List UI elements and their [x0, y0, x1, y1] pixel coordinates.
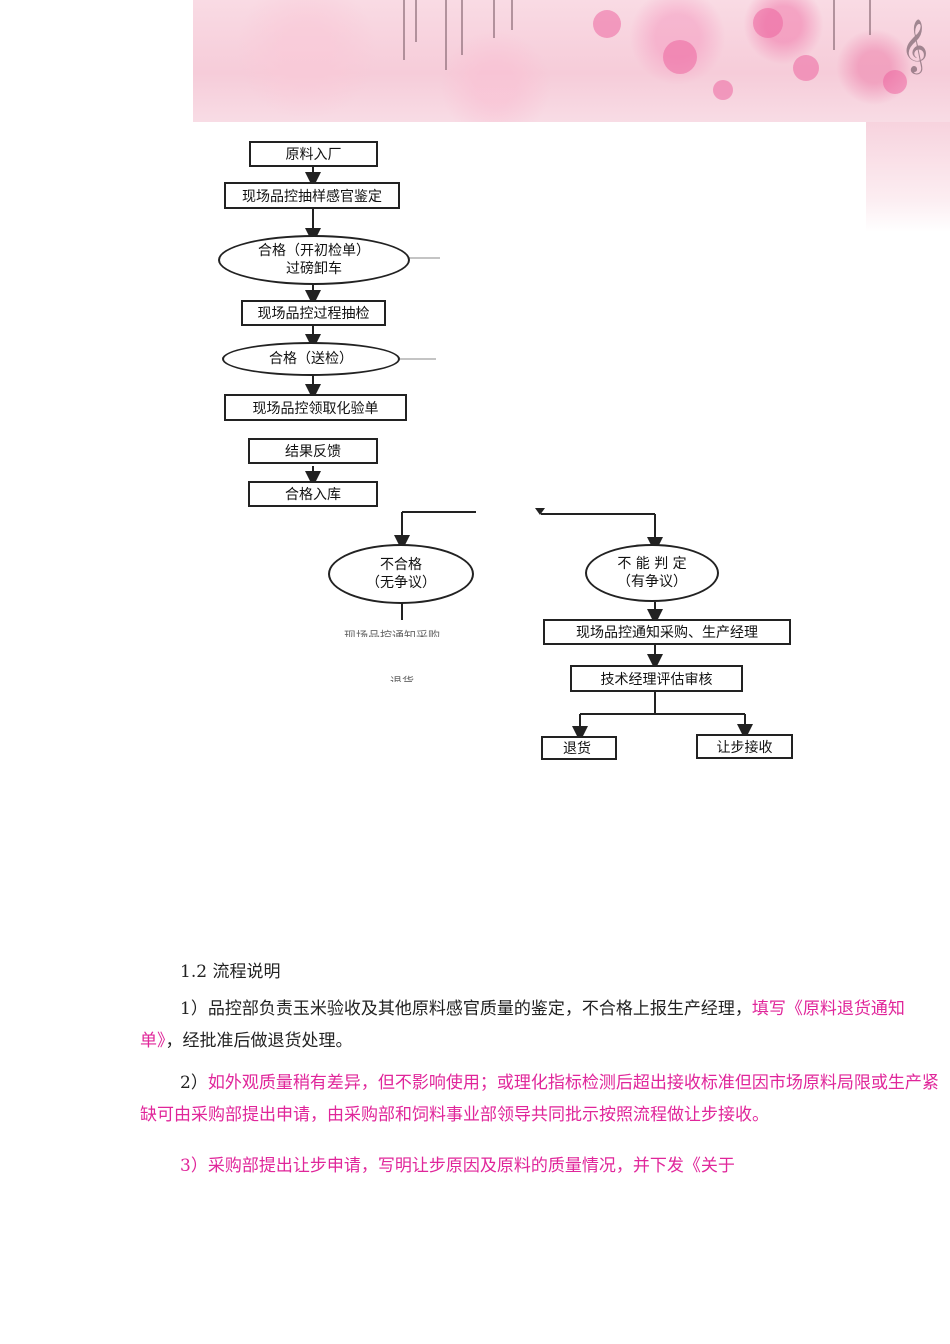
flower-decor [593, 10, 621, 38]
flow-step-return-goods: 退货 [541, 736, 617, 760]
decor-stem [869, 0, 871, 35]
flow-decision-pass-weigh: 合格（开初检单） 过磅卸车 [218, 235, 410, 285]
oval-line: （无争议） [366, 575, 436, 591]
flow-decision-pass-send: 合格（送检） [222, 342, 400, 376]
flow-step-sensory-check: 现场品控抽样感官鉴定 [224, 182, 400, 209]
paragraph-2-highlight: 如外观质量稍有差异，但不影响使用；或理化指标检测后超出接收标准但因市场原料局限或… [140, 1073, 939, 1125]
floral-side-decor [866, 122, 950, 232]
paragraph-1: 1）品控部负责玉米验收及其他原料感官质量的鉴定，不合格上报生产经理，填写《原料退… [140, 993, 940, 1057]
paragraph-1-highlight: 填写《原料退货通知单》 [140, 999, 905, 1051]
oval-line: 不合格 [380, 557, 422, 573]
flow-fragment-return: 退货 [390, 675, 415, 682]
oval-line: （有争议） [617, 574, 687, 590]
oval-line: 过磅卸车 [286, 261, 342, 277]
flow-step-store: 合格入库 [248, 481, 378, 507]
flower-decor [663, 40, 697, 74]
flow-fragment-notify: 现场品控通知采购 [344, 629, 441, 637]
oval-line: 不 能 判 定 [617, 556, 687, 572]
flower-decor [883, 70, 907, 94]
decor-stem [833, 0, 835, 50]
flow-step-result-feedback: 结果反馈 [248, 438, 378, 464]
flow-step-tech-review: 技术经理评估审核 [570, 665, 743, 692]
flow-step-notify-managers: 现场品控通知采购、生产经理 [543, 619, 791, 645]
decor-stem [511, 0, 513, 30]
decor-stem [445, 0, 447, 70]
flow-decision-fail-undisputed: 不合格 （无争议） [328, 544, 474, 604]
flower-decor [713, 80, 733, 100]
decor-stem [403, 0, 405, 60]
oval-line: 合格（送检） [269, 351, 353, 367]
flow-step-concession-accept: 让步接收 [696, 734, 793, 759]
flow-step-get-lab-report: 现场品控领取化验单 [224, 394, 407, 421]
paragraph-1-tail: ，经批准后做退货处理。 [165, 1031, 353, 1051]
paragraph-2-prefix: 2） [180, 1073, 208, 1093]
oval-line: 合格（开初检单） [258, 243, 370, 259]
flow-decision-undetermined: 不 能 判 定 （有争议） [585, 544, 719, 602]
flower-decor [793, 55, 819, 81]
section-heading: 1.2 流程说明 [180, 962, 281, 982]
treble-clef-icon: 𝄞 [901, 18, 929, 72]
paragraph-3: 3）采购部提出让步申请，写明让步原因及原料的质量情况，并下发《关于 [180, 1156, 735, 1176]
decor-stem [493, 0, 495, 38]
floral-header-image: 𝄞 [193, 0, 950, 122]
flowchart-connectors [305, 165, 753, 742]
flower-decor [753, 8, 783, 38]
paragraph-2: 2）如外观质量稍有差异，但不影响使用；或理化指标检测后超出接收标准但因市场原料局… [140, 1067, 940, 1131]
decor-stem [461, 0, 463, 55]
flow-step-process-sampling: 现场品控过程抽检 [241, 300, 386, 326]
decor-stem [415, 0, 417, 42]
paragraph-1-text: 1）品控部负责玉米验收及其他原料感官质量的鉴定，不合格上报生产经理， [180, 999, 752, 1019]
flow-step-raw-material-entry: 原料入厂 [249, 141, 378, 167]
